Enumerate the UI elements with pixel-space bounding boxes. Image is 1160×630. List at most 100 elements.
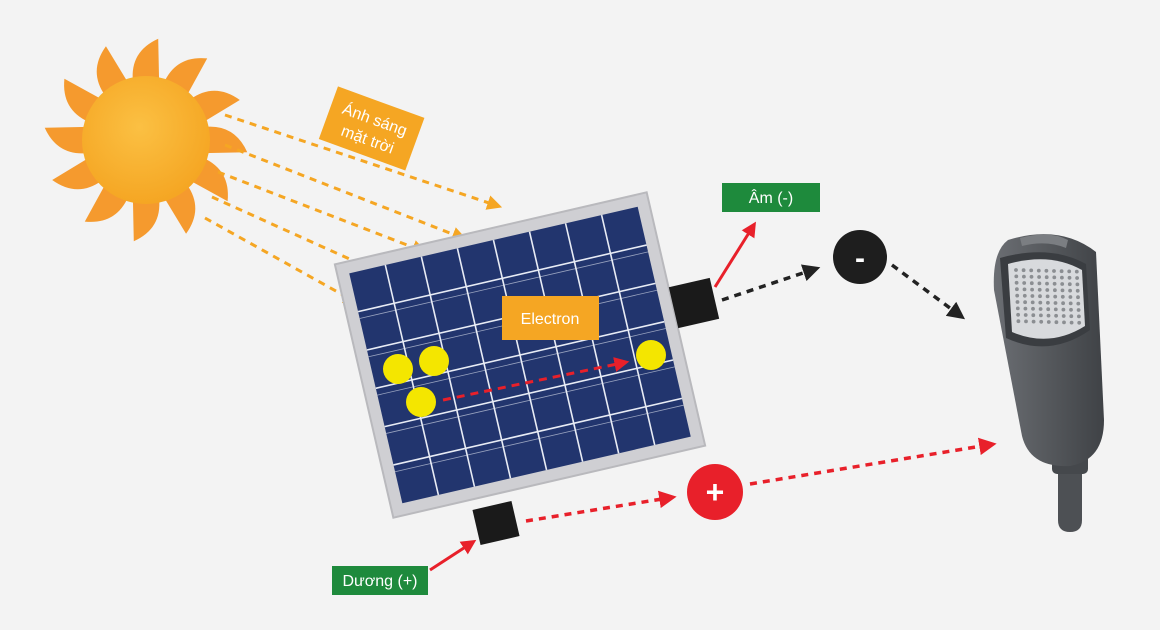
panel-grid-line	[394, 404, 684, 473]
panel-grid-line	[357, 244, 647, 313]
led-dot	[1053, 288, 1057, 293]
led-dot	[1036, 268, 1041, 273]
led-dot	[1076, 301, 1081, 306]
negative-label-text: Âm (-)	[749, 188, 793, 207]
led-dot	[1030, 287, 1034, 292]
positive-current-arrow-2	[749, 437, 997, 486]
led-dot	[1067, 275, 1072, 280]
led-dot	[1052, 281, 1057, 286]
led-dot	[1038, 294, 1042, 299]
led-dot	[1076, 295, 1080, 300]
led-dot	[1030, 294, 1035, 298]
negative-arrow	[713, 221, 756, 288]
positive-current-arrow-1	[525, 490, 677, 523]
led-dot	[1054, 320, 1059, 325]
led-dot	[1074, 269, 1079, 274]
positive-label: Dương (+)	[332, 566, 428, 595]
led-dot	[1029, 274, 1034, 279]
led-dot	[1039, 319, 1044, 324]
sun-ray	[132, 198, 160, 242]
led-dot	[1044, 275, 1049, 280]
led-dot	[1023, 300, 1027, 305]
led-dot	[1075, 282, 1080, 287]
led-dot	[1031, 313, 1036, 318]
led-dot	[1062, 320, 1066, 325]
led-dot	[1030, 300, 1035, 305]
sunlight-label: Ánh sáng mặt trời	[318, 86, 425, 171]
led-dot	[1077, 320, 1082, 325]
street-light-icon	[993, 234, 1104, 532]
led-dot	[1067, 282, 1072, 287]
sun-ray	[44, 126, 88, 154]
panel-grid-line	[375, 320, 665, 390]
positive-arrow	[429, 539, 477, 572]
led-dot	[1060, 275, 1064, 280]
led-dot	[1075, 288, 1080, 293]
led-dot	[1014, 274, 1019, 279]
led-dot	[1068, 295, 1073, 299]
sun-ray	[204, 126, 248, 154]
led-dot	[1046, 313, 1051, 318]
led-dot	[1037, 281, 1042, 286]
led-dot	[1045, 288, 1050, 292]
positive-label-text: Dương (+)	[343, 573, 418, 590]
led-dot	[1061, 314, 1066, 318]
led-dot	[1023, 313, 1028, 317]
plus-symbol: +	[706, 474, 725, 510]
led-dot	[1053, 307, 1058, 312]
led-dot	[1076, 308, 1081, 312]
panel-grid-line	[393, 397, 683, 466]
led-dot	[1069, 314, 1074, 319]
led-dot	[1069, 307, 1073, 312]
led-dot	[1068, 301, 1073, 306]
led-dot	[1024, 319, 1028, 324]
led-dot	[1015, 293, 1020, 298]
positive-terminal	[472, 500, 520, 546]
negative-terminal	[668, 277, 720, 329]
led-dot	[1061, 301, 1065, 306]
led-dot	[1059, 269, 1064, 274]
led-dot	[1052, 269, 1056, 273]
led-dot	[1060, 282, 1065, 286]
led-dot	[1022, 287, 1027, 292]
electron-label: Electron	[502, 296, 599, 340]
led-dot	[1021, 268, 1026, 273]
led-dot	[1022, 281, 1027, 285]
led-dot	[1077, 314, 1081, 319]
led-dot	[1023, 306, 1028, 311]
solar-panel	[333, 191, 707, 519]
led-dot	[1016, 319, 1021, 324]
led-dot	[1015, 287, 1019, 292]
minus-symbol: -	[855, 242, 865, 275]
electron-label-text: Electron	[521, 311, 580, 328]
led-dot	[1075, 276, 1079, 280]
led-dot	[1015, 300, 1020, 304]
electron-flow-arrow	[442, 357, 630, 402]
led-dot	[1060, 288, 1065, 293]
led-dot	[1038, 307, 1043, 311]
led-dot	[1014, 268, 1018, 272]
panel-grid-line	[386, 366, 675, 434]
led-dot	[1016, 312, 1020, 317]
minus-node: -	[833, 230, 887, 284]
negative-label: Âm (-)	[722, 183, 820, 212]
led-dot	[1046, 307, 1051, 312]
led-dot	[1031, 319, 1036, 324]
led-dot	[1060, 294, 1065, 299]
led-dot	[1053, 301, 1058, 305]
sun-icon	[44, 38, 248, 242]
led-dot	[1022, 274, 1026, 279]
led-dot	[1037, 275, 1041, 279]
plus-node: +	[687, 464, 743, 520]
led-dot	[1046, 300, 1050, 305]
led-dot	[1053, 294, 1058, 299]
led-dot	[1031, 306, 1035, 311]
led-dot	[1037, 287, 1042, 292]
led-dot	[1029, 268, 1034, 273]
led-dot	[1067, 269, 1072, 274]
negative-current-arrow-1	[721, 264, 821, 302]
led-dot	[1039, 313, 1043, 318]
panel-grid-line	[377, 328, 666, 396]
